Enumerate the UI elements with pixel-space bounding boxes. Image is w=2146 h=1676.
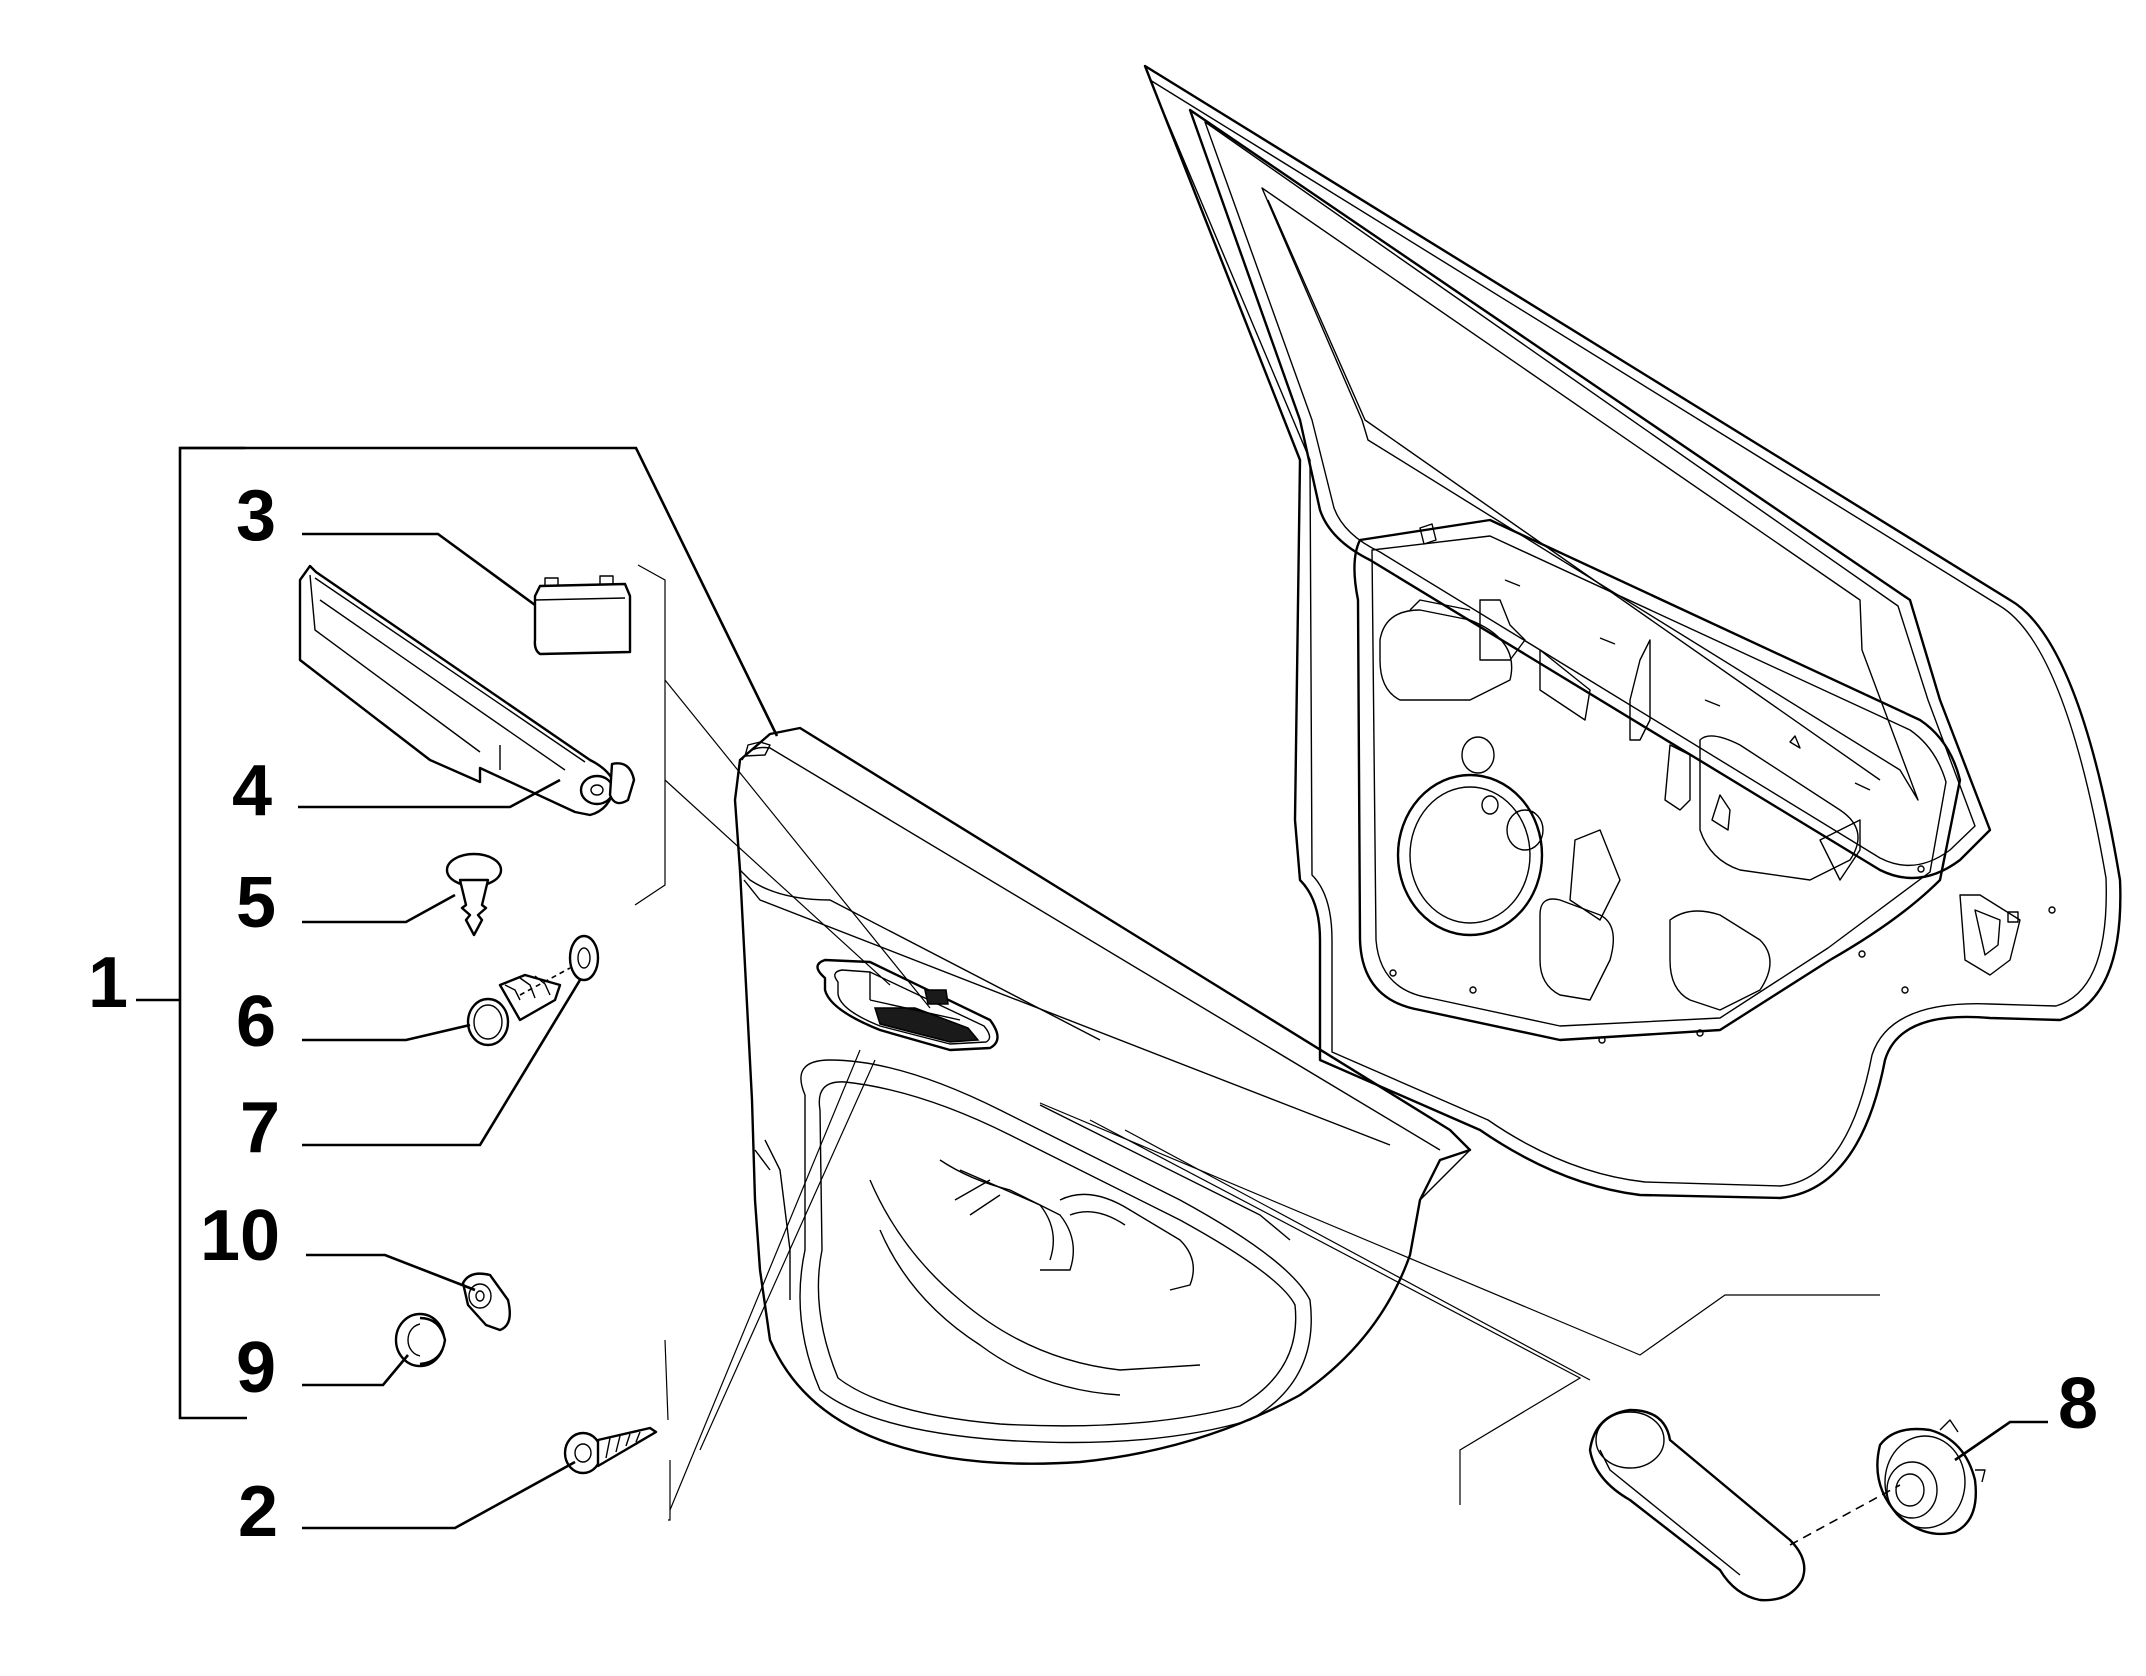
callout-1: 1: [88, 943, 128, 1023]
part-10-grommet: [461, 1272, 511, 1332]
part-4-grab-handle: [298, 564, 636, 817]
callout-6: 6: [236, 982, 276, 1062]
callout-4: 4: [232, 751, 272, 831]
callout-3: 3: [236, 476, 276, 556]
part-6-rivet-clip: [466, 973, 562, 1047]
callout-9: 9: [236, 1328, 276, 1408]
callout-10: 10: [200, 1196, 280, 1276]
callout-2: 2: [238, 1472, 278, 1552]
part-7-washer: [519, 934, 600, 996]
part-8-escutcheon: [1789, 1419, 1986, 1546]
callout-5: 5: [236, 863, 276, 943]
window-crank-handle: [1588, 1408, 1806, 1602]
part-3-cover-cap: [533, 575, 632, 656]
assembly-bracket: [136, 446, 779, 1420]
callout-numbers: 1 3 4 5 6 7 10 9 2 8: [88, 476, 2098, 1552]
assembly-guides: [634, 564, 1880, 1521]
callout-8: 8: [2058, 1364, 2098, 1444]
door-shell: [1143, 64, 2122, 1200]
part-9-bushing: [394, 1312, 447, 1368]
part-5-push-clip: [445, 852, 503, 937]
door-trim-panel: [733, 726, 1472, 1465]
callout-7: 7: [240, 1088, 280, 1168]
leader-lines: [298, 532, 2048, 1530]
part-2-screw: [563, 1426, 658, 1475]
